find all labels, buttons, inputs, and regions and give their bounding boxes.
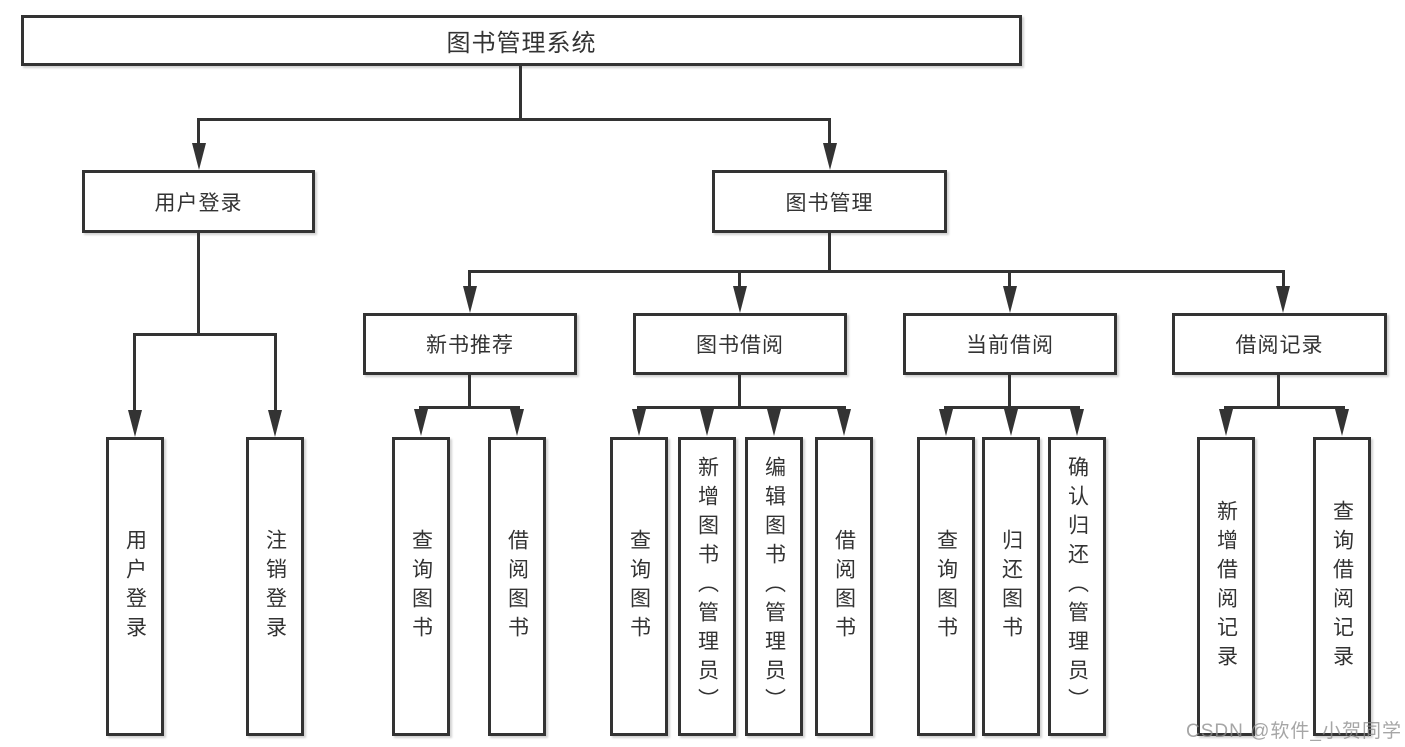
leaf-query-borrow-record: 查询借阅记录	[1313, 437, 1371, 736]
connector-book-mgmt-split	[468, 270, 1285, 273]
leaf-query-books-recommend: 查询图书	[392, 437, 450, 736]
leaf-query-books-borrowing: 查询图书	[610, 437, 668, 736]
csdn-watermark: CSDN @软件_小贺同学	[1186, 721, 1402, 742]
arrow-down-icon	[733, 286, 747, 313]
arrow-down-icon	[1003, 286, 1017, 313]
leaf-label: 归还图书	[999, 528, 1023, 645]
connector-split	[637, 406, 846, 409]
leaf-label: 编辑图书（管理员）	[762, 456, 786, 717]
arrow-down-icon	[823, 143, 837, 170]
connector-drop	[1008, 273, 1011, 288]
connector-drop	[738, 273, 741, 288]
arrow-down-icon	[700, 409, 714, 436]
node-current-borrowing: 当前借阅	[903, 313, 1117, 375]
connector-split	[944, 406, 1080, 409]
connector-user-login-split	[133, 333, 277, 336]
node-label: 新书推荐	[426, 334, 514, 357]
connector-split	[419, 406, 520, 409]
connector-stem	[738, 375, 741, 408]
leaf-label: 确认归还（管理员）	[1065, 456, 1089, 717]
arrow-down-icon	[510, 409, 524, 436]
node-user-login: 用户登录	[82, 170, 315, 233]
connector-split	[1224, 406, 1345, 409]
leaf-label: 新增图书（管理员）	[695, 456, 719, 717]
arrow-down-icon	[837, 409, 851, 436]
leaf-label: 查询借阅记录	[1330, 499, 1354, 674]
connector-stem	[1277, 375, 1280, 408]
leaf-logout: 注销登录	[246, 437, 304, 736]
arrow-down-icon	[268, 410, 282, 437]
connector-stem	[468, 375, 471, 408]
connector-book-mgmt-stem	[828, 233, 831, 273]
node-label: 图书管理	[785, 191, 874, 215]
node-label: 当前借阅	[966, 334, 1054, 357]
node-label: 图书借阅	[696, 334, 784, 357]
arrow-down-icon	[767, 409, 781, 436]
leaf-label: 用户登录	[123, 528, 147, 645]
node-book-management: 图书管理	[712, 170, 947, 233]
arrow-down-icon	[1335, 409, 1349, 436]
connector-drop	[1282, 273, 1285, 288]
connector-root-stem	[519, 66, 522, 119]
arrow-down-icon	[1276, 286, 1290, 313]
node-label: 图书管理系统	[446, 30, 597, 57]
leaf-label: 注销登录	[263, 528, 287, 645]
arrow-down-icon	[939, 409, 953, 436]
leaf-edit-book-admin: 编辑图书（管理员）	[745, 437, 803, 736]
leaf-add-book-admin: 新增图书（管理员）	[678, 437, 736, 736]
leaf-add-borrow-record: 新增借阅记录	[1197, 437, 1255, 736]
leaf-user-login: 用户登录	[106, 437, 164, 736]
arrow-down-icon	[1219, 409, 1233, 436]
leaf-query-books-current: 查询图书	[917, 437, 975, 736]
connector-drop	[274, 335, 277, 412]
node-label: 借阅记录	[1235, 334, 1324, 357]
leaf-confirm-return-admin: 确认归还（管理员）	[1048, 437, 1106, 736]
node-library-management-system: 图书管理系统	[21, 15, 1022, 66]
leaf-borrow-books-recommend: 借阅图书	[488, 437, 546, 736]
node-label: 用户登录	[154, 191, 243, 215]
node-book-borrowing: 图书借阅	[633, 313, 847, 375]
connector-drop	[197, 120, 200, 145]
connector-root-split	[197, 118, 831, 121]
connector-drop	[828, 120, 831, 145]
connector-user-login-stem	[197, 233, 200, 336]
leaf-label: 借阅图书	[832, 528, 856, 645]
arrow-down-icon	[128, 410, 142, 437]
leaf-label: 借阅图书	[505, 528, 529, 645]
leaf-return-books: 归还图书	[982, 437, 1040, 736]
arrow-down-icon	[414, 409, 428, 436]
arrow-down-icon	[463, 286, 477, 313]
leaf-label: 查询图书	[409, 528, 433, 645]
leaf-label: 查询图书	[627, 528, 651, 645]
arrow-down-icon	[1070, 409, 1084, 436]
leaf-label: 新增借阅记录	[1214, 499, 1238, 674]
arrow-down-icon	[1004, 409, 1018, 436]
connector-drop	[468, 273, 471, 288]
leaf-label: 查询图书	[934, 528, 958, 645]
arrow-down-icon	[192, 143, 206, 170]
leaf-borrow-books-borrowing: 借阅图书	[815, 437, 873, 736]
connector-drop	[133, 335, 136, 412]
node-borrowing-records: 借阅记录	[1172, 313, 1387, 375]
connector-stem	[1008, 375, 1011, 408]
arrow-down-icon	[632, 409, 646, 436]
node-new-book-recommendation: 新书推荐	[363, 313, 577, 375]
